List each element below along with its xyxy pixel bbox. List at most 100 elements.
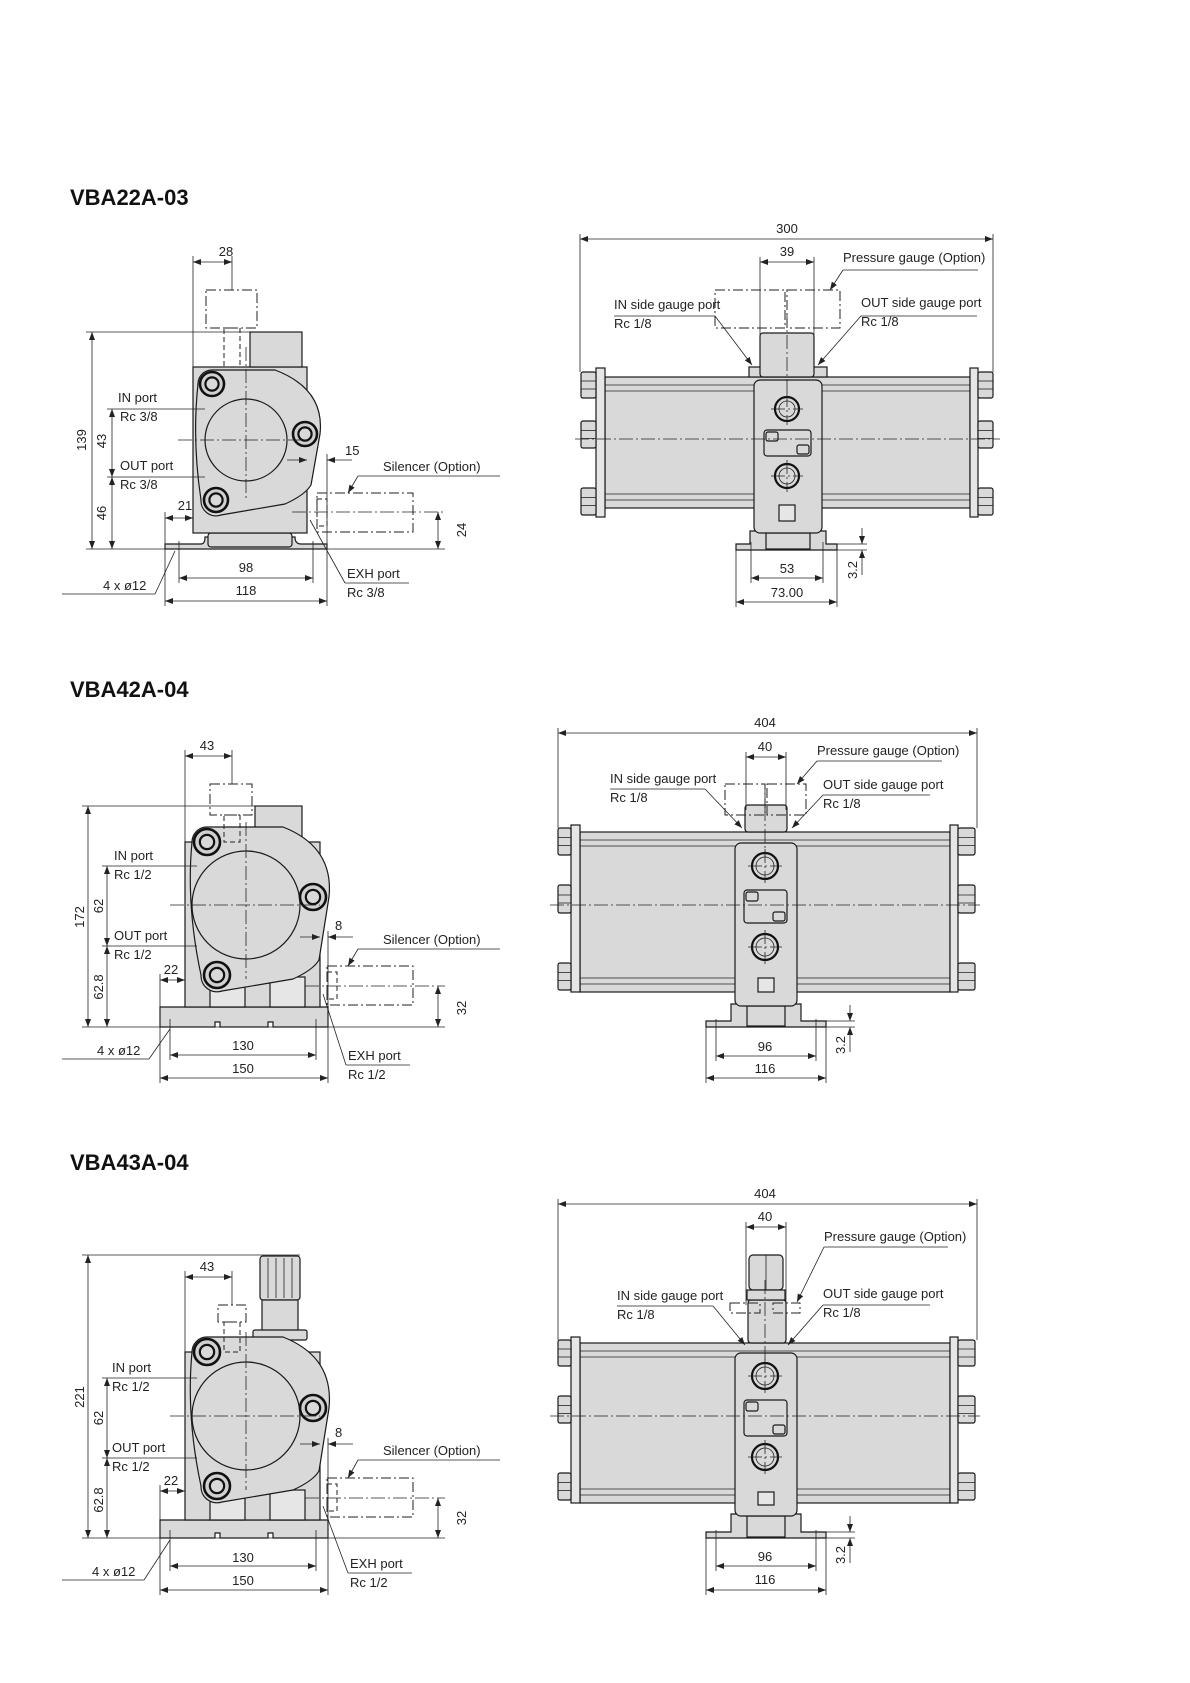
- mounting-holes-label: 4 x ø12: [97, 1043, 140, 1058]
- gauge-fitting-outline: [223, 327, 241, 368]
- tie-rod-nut: [957, 1395, 976, 1424]
- out-port-size: Rc 1/2: [114, 947, 152, 962]
- dimension-label: 21: [178, 498, 192, 513]
- end-plate-right: [949, 1336, 959, 1504]
- in-port-label: IN port: [118, 390, 157, 405]
- pressure-gauge-label: Pressure gauge (Option): [824, 1229, 966, 1244]
- pressure-gauge-outline: [217, 1304, 247, 1323]
- pressure-gauge-leader: [796, 760, 818, 785]
- pressure-gauge-outline: [714, 289, 786, 329]
- pressure-gauge-leader: [796, 1246, 825, 1303]
- mounting-holes-label: 4 x ø12: [103, 578, 146, 593]
- tie-rod-nut: [957, 1339, 976, 1367]
- dimension-label: 3.2: [833, 1036, 848, 1054]
- dimension-label: 139: [74, 429, 89, 451]
- model-title: VBA42A-04: [70, 677, 189, 702]
- slot-notch: [765, 431, 779, 442]
- silencer-label: Silencer (Option): [383, 459, 481, 474]
- in-port-size: Rc 3/8: [120, 409, 158, 424]
- dimension-label: 40: [758, 1209, 772, 1224]
- in-port-label: IN port: [112, 1360, 151, 1375]
- pressure-gauge-outline: [209, 783, 253, 816]
- bolt-socket: [204, 376, 220, 392]
- out-port-size: Rc 3/8: [120, 477, 158, 492]
- body-leg: [269, 1489, 306, 1521]
- tie-rod-nut: [977, 371, 994, 399]
- dimension-label: 46: [94, 506, 109, 520]
- silencer-label: Silencer (Option): [383, 932, 481, 947]
- dimension-label: 300: [776, 221, 798, 236]
- pressure-gauge-label: Pressure gauge (Option): [817, 743, 959, 758]
- dimension-label: 62.8: [91, 974, 106, 999]
- dimension-label: 53: [780, 561, 794, 576]
- in-port-label: IN port: [114, 848, 153, 863]
- end-plate-left: [570, 1336, 581, 1504]
- out-gauge-port-leader: [791, 794, 824, 829]
- silencer-outline: [326, 1477, 414, 1518]
- dimension-label: 43: [200, 738, 214, 753]
- dimension-label: 8: [335, 1425, 342, 1440]
- bolt-socket: [304, 1399, 322, 1417]
- pressure-gauge-outline: [786, 289, 841, 329]
- dimension-label: 62: [91, 1411, 106, 1425]
- tie-rod-nut: [957, 884, 976, 914]
- tie-rod-nut: [580, 371, 597, 399]
- dimension-label: 98: [239, 560, 253, 575]
- in-gauge-port-leader: [712, 1305, 746, 1346]
- bolt-socket: [304, 888, 322, 906]
- silencer-fitting-outline: [326, 971, 338, 1000]
- gauge-port-body: [759, 332, 815, 378]
- exh-port-label: EXH port: [350, 1556, 403, 1571]
- foot-pad: [765, 532, 811, 550]
- dimension-label: 15: [345, 443, 359, 458]
- in-gauge-port-label: IN side gauge port: [610, 771, 717, 786]
- in-gauge-port-size: Rc 1/8: [614, 316, 652, 331]
- tie-rod-nut: [977, 487, 994, 516]
- out-gauge-port-label: OUT side gauge port: [861, 295, 982, 310]
- out-gauge-port-leader: [817, 315, 862, 366]
- pressure-gauge-label: Pressure gauge (Option): [843, 250, 985, 265]
- exh-port-size: Rc 1/2: [350, 1575, 388, 1590]
- in-gauge-port-label: IN side gauge port: [614, 297, 721, 312]
- bolt-socket: [198, 1343, 216, 1361]
- in-port-size: Rc 1/2: [112, 1379, 150, 1394]
- bolt-socket: [208, 966, 226, 984]
- dimension-label: 40: [758, 739, 772, 754]
- dimension-label: 221: [72, 1386, 87, 1408]
- dimension-label: 130: [232, 1550, 254, 1565]
- indicator-square: [757, 977, 775, 993]
- out-port-label: OUT port: [112, 1440, 166, 1455]
- top-port-block: [249, 331, 303, 368]
- in-gauge-port-label: IN side gauge port: [617, 1288, 724, 1303]
- dimension-label: 39: [780, 244, 794, 259]
- out-port-label: OUT port: [120, 458, 174, 473]
- dimension-label: 116: [755, 1061, 776, 1076]
- silencer-leader: [347, 948, 359, 967]
- dimension-label: 62.8: [91, 1487, 106, 1512]
- gauge-fitting-outline: [223, 1321, 241, 1353]
- bracket-pad: [207, 532, 293, 548]
- out-gauge-port-label: OUT side gauge port: [823, 1286, 944, 1301]
- exh-leader: [309, 519, 346, 584]
- exh-port-label: EXH port: [348, 1048, 401, 1063]
- silencer-leader: [347, 1459, 359, 1479]
- dimension-label: 3.2: [833, 1546, 848, 1564]
- foot-pad: [746, 1005, 786, 1027]
- dimension-label: 118: [236, 583, 257, 598]
- holes-leader: [154, 550, 176, 595]
- tie-rod-nut: [557, 1472, 572, 1501]
- dimension-label: 32: [454, 1511, 469, 1525]
- dimension-label: 8: [335, 918, 342, 933]
- exh-port-size: Rc 1/2: [348, 1067, 386, 1082]
- tie-rod-nut: [580, 420, 597, 449]
- in-port-size: Rc 1/2: [114, 867, 152, 882]
- bolt-socket: [208, 1477, 226, 1495]
- tie-rod-nut: [977, 420, 994, 449]
- base-plate: [159, 1006, 329, 1028]
- silencer-fitting-outline: [326, 1483, 338, 1512]
- dimension-label: 24: [454, 523, 469, 537]
- dimension-label: 22: [164, 962, 178, 977]
- dimension-label: 130: [232, 1038, 254, 1053]
